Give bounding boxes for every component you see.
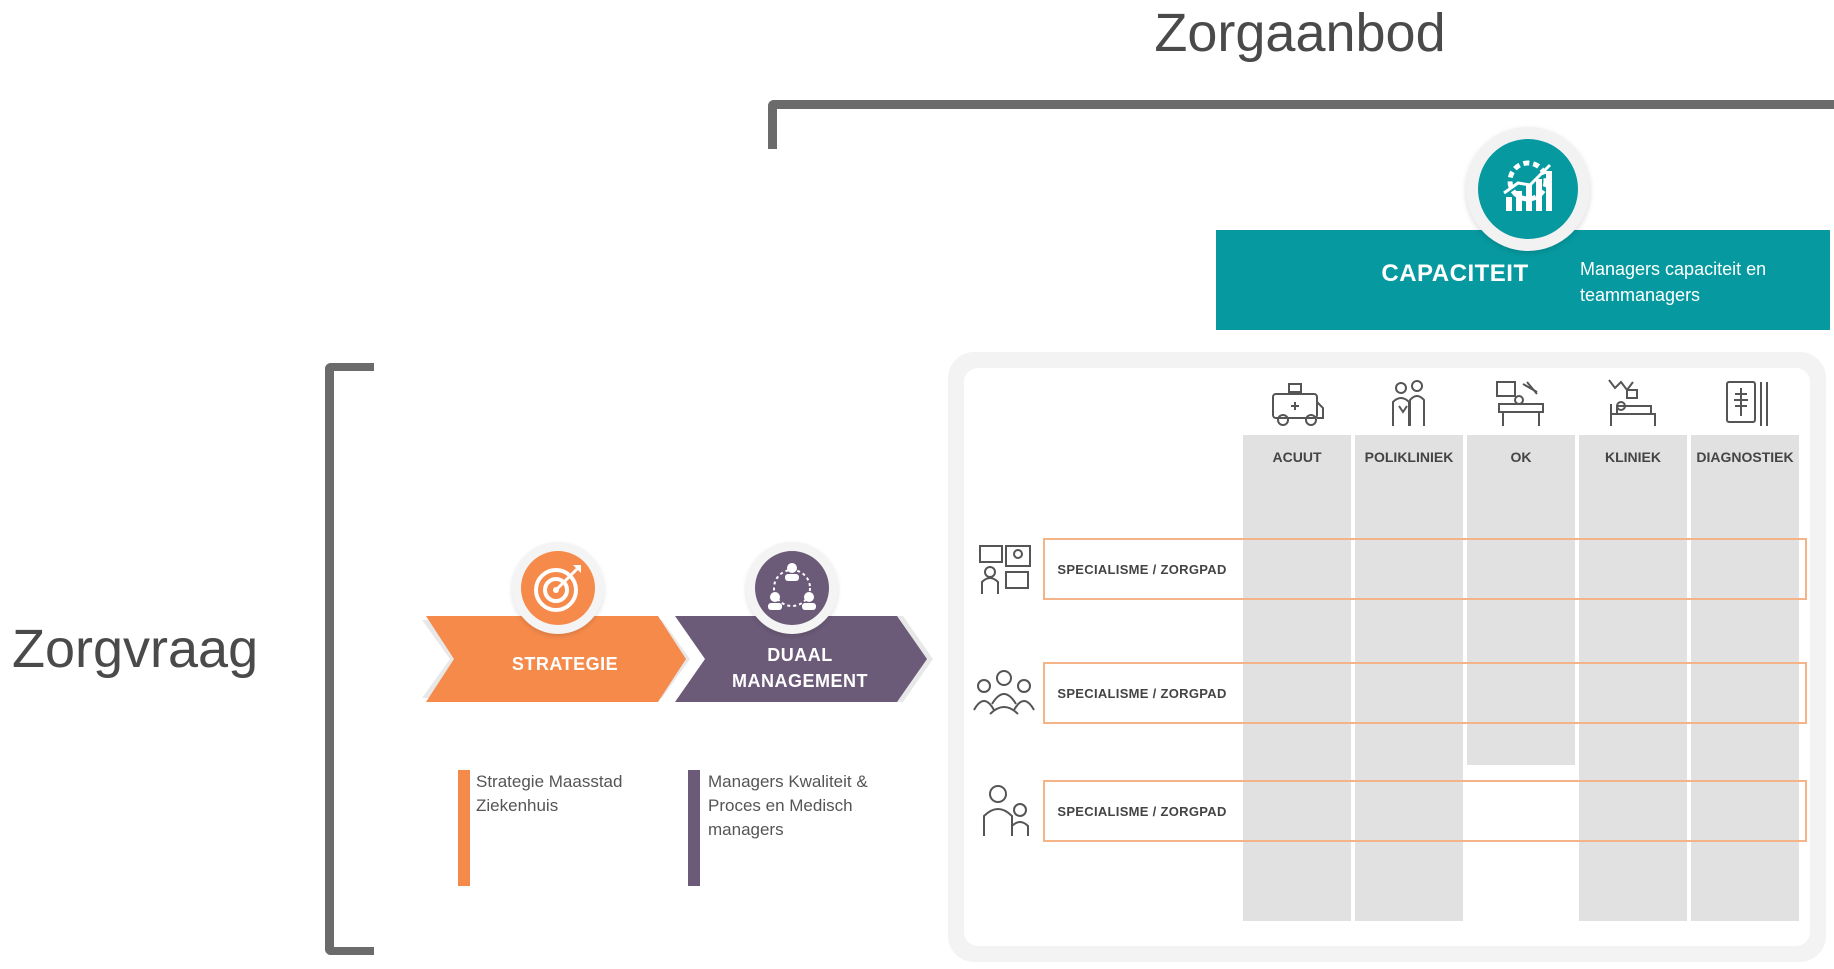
capacity-chart-icon — [1478, 139, 1578, 239]
column-header-acuut: ACUUT — [1272, 449, 1322, 465]
team-network-icon — [755, 551, 829, 625]
hospital-bed-icon — [1603, 376, 1663, 432]
target-icon — [521, 551, 595, 625]
operating-room-icon — [1491, 376, 1551, 432]
column-header-kliniek: KLINIEK — [1605, 449, 1661, 465]
column-header-polikliniek: POLIKLINIEK — [1364, 449, 1454, 465]
ambulance-icon — [1267, 376, 1327, 432]
group-of-patients-icon — [972, 664, 1035, 720]
row-label-3: SPECIALISME / ZORGPAD — [1057, 804, 1227, 819]
column-bg-ok — [1467, 435, 1575, 765]
duaal-management-accent-bar — [688, 770, 700, 886]
duaal-management-label-line1: DUAAL — [767, 645, 833, 665]
matrix-row-1 — [1043, 538, 1807, 600]
capaciteit-description: Managers capaciteit en teammanagers — [1580, 259, 1767, 305]
matrix-row-3 — [1043, 780, 1807, 842]
row-label-2: SPECIALISME / ZORGPAD — [1057, 686, 1227, 701]
strategie-description: Strategie Maasstad Ziekenhuis — [476, 772, 623, 815]
elderly-people-icon — [976, 782, 1036, 838]
capaciteit-label: CAPACITEIT — [1381, 260, 1529, 287]
strategie-accent-bar — [458, 770, 470, 886]
xray-icon — [1715, 376, 1775, 432]
duaal-management-label: DUAAL MANAGEMENT — [700, 642, 900, 694]
matrix-row-2 — [1043, 662, 1807, 724]
zorgaanbod-title: Zorgaanbod — [1154, 3, 1446, 63]
column-header-ok: OK — [1510, 449, 1532, 465]
row-label-1: SPECIALISME / ZORGPAD — [1057, 562, 1227, 577]
consultation-icon — [976, 542, 1036, 598]
zorgvraag-title: Zorgvraag — [12, 619, 259, 679]
duaal-management-chevron — [675, 616, 933, 702]
zorgaanbod-bracket — [768, 100, 1834, 149]
duaal-management-description: Managers Kwaliteit & Proces en Medisch m… — [708, 772, 868, 839]
zorgvraag-bracket — [325, 363, 374, 955]
strategie-label: STRATEGIE — [511, 654, 619, 674]
strategie-chevron — [422, 616, 690, 702]
column-header-diagnostiek: DIAGNOSTIEK — [1696, 449, 1794, 465]
duaal-management-label-line2: MANAGEMENT — [732, 671, 868, 691]
doctor-patient-icon — [1379, 376, 1439, 432]
